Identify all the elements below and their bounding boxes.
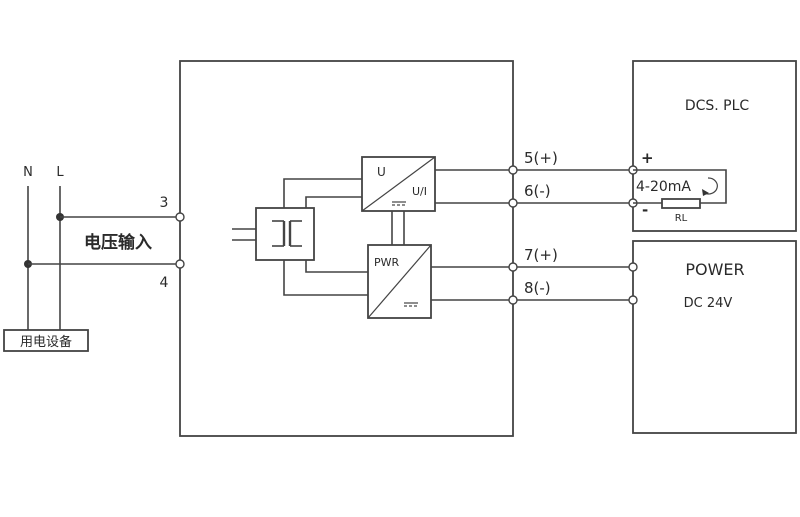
terminal-3-label: 3 (160, 195, 169, 211)
loop-wire (633, 169, 727, 204)
terminal-5 (508, 165, 518, 175)
equipment-label: 用电设备 (20, 334, 72, 350)
terminal-4 (175, 259, 185, 269)
transformer-icon (272, 220, 302, 247)
pwr-label: PWR (374, 256, 400, 269)
dcs-plc-box (632, 60, 797, 232)
terminal-5-label: 5(+) (524, 149, 558, 167)
terminal-8 (508, 295, 518, 305)
terminal-4-label: 4 (160, 275, 169, 291)
power-terminal-minus (628, 295, 638, 305)
converter-diagonal (361, 156, 436, 212)
terminal-6-label: 6(-) (524, 182, 551, 200)
terminal-8-label: 8(-) (524, 279, 551, 297)
power-supply-box (632, 240, 797, 434)
dcs-plus-sign: + (641, 149, 654, 167)
dcs-plc-title: DCS. PLC (685, 98, 750, 114)
terminal-3 (175, 212, 185, 222)
current-label: 4-20mA (636, 179, 691, 195)
dc-symbol-icon (392, 201, 406, 206)
dcs-minus-sign: - (642, 201, 648, 219)
converter-top-label: U (377, 165, 386, 179)
pwr-diagonal (367, 244, 432, 319)
power-terminal-plus (628, 262, 638, 272)
power-supply-voltage: DC 24V (684, 296, 733, 311)
terminal-6 (508, 198, 518, 208)
wire-iso-pwr-2 (283, 260, 368, 296)
equipment-box (3, 329, 89, 352)
terminal-7-label: 7(+) (524, 246, 558, 264)
power-supply-title: POWER (685, 260, 744, 279)
resistor-label: RL (675, 213, 688, 224)
wire-iso-pwr-1 (305, 260, 368, 273)
voltage-input-label: 电压输入 (84, 232, 152, 253)
pwr-dc-symbol-icon (404, 302, 418, 307)
converter-bottom-label: U/I (412, 185, 427, 198)
resistor-rl (661, 198, 701, 209)
wire-iso-conv-2 (305, 196, 362, 208)
wire-iso-conv-1 (283, 178, 362, 208)
current-direction-arrow-icon (702, 177, 718, 196)
line-l-label: L (56, 165, 64, 180)
terminal-7 (508, 262, 518, 272)
transmitter-module (179, 60, 514, 437)
line-n-label: N (23, 165, 33, 180)
